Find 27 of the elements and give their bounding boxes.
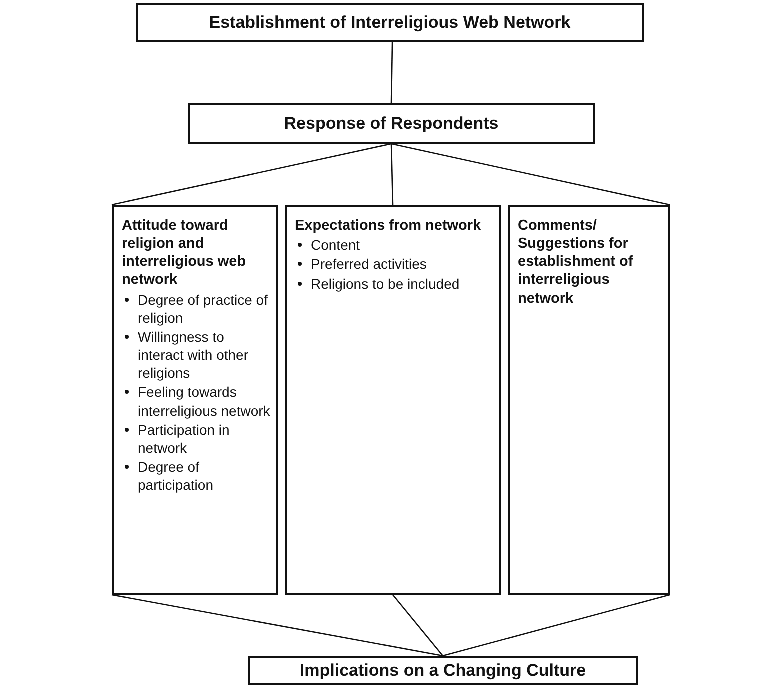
- bullet-item: Feeling towards interreligious network: [138, 384, 270, 419]
- title-box: [136, 3, 644, 42]
- box-heading: Expectations from network: [295, 217, 482, 236]
- box-heading: Attitude toward religion and interreligious web network: [122, 217, 248, 290]
- connector-line: [112, 143, 392, 206]
- bullet-item: Preferred activities: [311, 256, 427, 272]
- connector-line: [390, 42, 394, 104]
- title-box: [248, 656, 638, 685]
- box-heading: Comments/ Suggestions for establishment of interreligious network: [518, 217, 634, 308]
- bullet-item: Religions to be included: [311, 276, 460, 292]
- bullet-item: Degree of practice of religion: [138, 292, 268, 326]
- connector-line: [392, 594, 444, 656]
- connector-line: [391, 143, 670, 206]
- bullet-item: Content: [311, 237, 360, 254]
- bullet-item: Degree of participation: [138, 459, 214, 494]
- box-heading: Response of Respondents: [284, 112, 499, 134]
- category-box: [508, 205, 670, 595]
- box-heading: Establishment of Interreligious Web Network: [209, 12, 571, 34]
- connector-line: [442, 594, 670, 657]
- title-box: [188, 103, 595, 144]
- connector-line: [390, 144, 394, 206]
- bullet-item: Participation in network: [138, 422, 230, 456]
- connector-line: [112, 594, 444, 657]
- box-heading: Implications on a Changing Culture: [300, 660, 586, 682]
- category-box: [285, 205, 501, 595]
- category-box: [112, 205, 278, 595]
- bullet-item: Willingness to interact with other religions: [138, 328, 248, 382]
